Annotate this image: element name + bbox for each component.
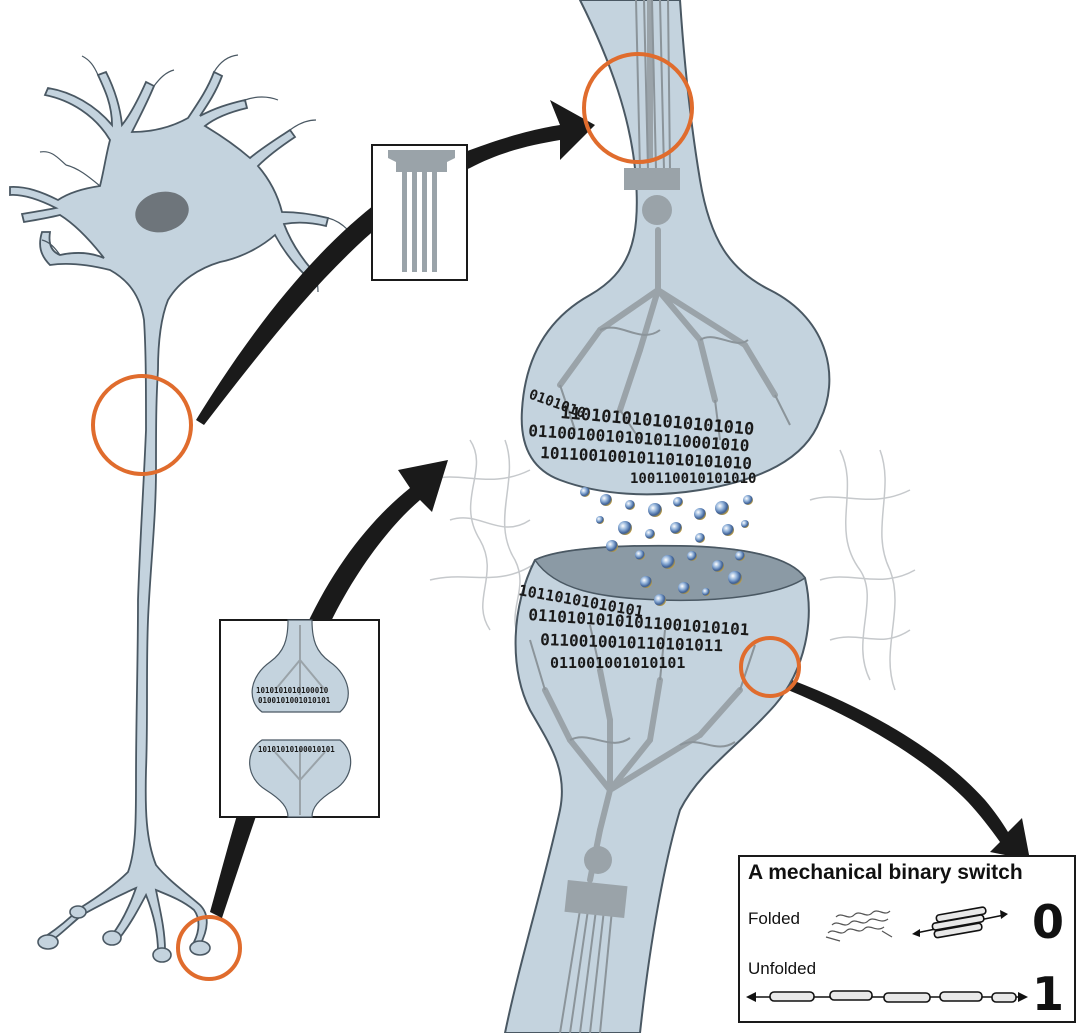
neuron-body [9,70,330,954]
synapse-closeup: 0101010 1101010101010101010 011001001010… [503,0,831,1033]
synapse-inset-box: 1010101010100010 0100101001010101 101010… [219,619,380,818]
binary-switch-legend: A mechanical binary switch Folded 0 Unfo… [738,855,1076,1023]
upper-junction [642,195,672,225]
inset-binary-row3: 10101010100010101 [258,745,335,754]
arrow-terminal-to-synapse [210,460,448,918]
lower-junction [584,846,612,874]
terminal-highlight-ring [176,915,242,981]
lower-filaments [529,624,756,1033]
axon-terminal-bulbs [37,905,211,963]
upper-anchor [624,168,680,190]
presynaptic-terminal [520,0,831,496]
unfolded-label: Unfolded [748,959,817,978]
axon-inset-box [371,144,468,281]
folded-value: 0 [1031,895,1064,949]
lower-anchor [564,879,628,919]
inset-binary-row1: 1010101010100010 [256,686,329,695]
arrow-synapse-to-switch [788,680,1030,860]
axon-highlight-ring [91,374,193,476]
upper-binary-row5: 100110010101010 [630,471,756,487]
lower-binary-row4: 011001001010101 [550,654,685,672]
helix-bundle-icon [825,910,893,942]
coiled-rod-icon [912,906,1008,939]
axon-closeup-ring [582,52,694,164]
folded-label: Folded [748,909,800,928]
legend-title: A mechanical binary switch [748,861,1023,884]
nucleus [135,191,189,233]
extended-chain-icon [746,990,1028,1003]
neuron-cell [9,54,349,963]
unfolded-value: 1 [1031,967,1064,1021]
switch-highlight-ring [739,636,801,698]
inset-binary-row2: 0100101001010101 [258,696,331,705]
arrow-axon-to-closeup [196,100,595,425]
neurotransmitter-vesicles [580,487,753,606]
upper-cytoskeleton [557,0,778,413]
upper-filaments [559,0,791,441]
